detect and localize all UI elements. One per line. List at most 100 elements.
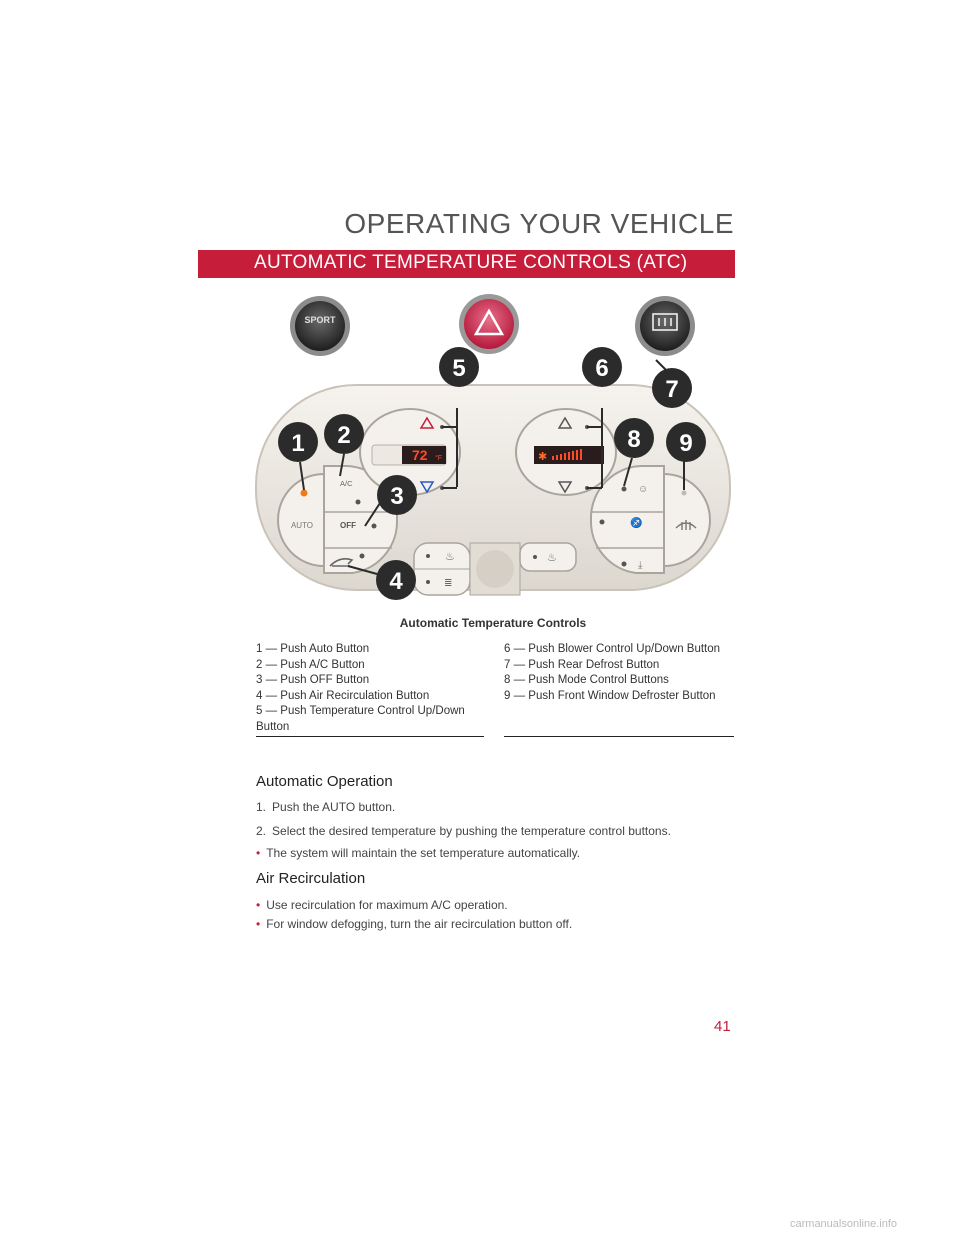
auto-label: AUTO [291,521,313,530]
front-defrost-button[interactable] [675,490,697,531]
mode-bilevel-icon: ♐ [630,516,642,529]
watermark: carmanualsonline.info [790,1218,898,1230]
blower-down-arrow-icon [557,481,573,494]
temp-down-arrow-icon [419,481,435,494]
recirculation-button[interactable] [329,553,365,567]
off-label: OFF [340,521,356,530]
legend-left: 1 — Push Auto Button 2 — Push A/C Button… [256,642,482,736]
blower-up-arrow-icon [557,416,573,429]
page-number: 41 [714,1018,731,1035]
temperature-value: 72 [412,447,428,463]
temperature-unit: °F [435,454,442,462]
mode-face-button[interactable]: ☺ [621,484,649,495]
auto-button[interactable]: AUTO [291,489,313,531]
bullet-text: For window defogging, turn the air recir… [266,917,573,931]
callout-4: 4 [376,560,416,600]
callout-3: 3 [377,475,417,515]
fan-icon: ✱ [538,451,547,463]
temperature-down-button[interactable] [419,481,435,494]
automatic-operation-heading: Automatic Operation [256,773,393,790]
callout-8: 8 [614,418,654,458]
mode-floor-button[interactable]: ⤓ [621,560,644,571]
legend-item: 5 — Push Temperature Control Up/Down But… [256,705,465,733]
svg-text:7: 7 [665,376,678,403]
off-button[interactable]: OFF [340,521,377,530]
section-header: OPERATING YOUR VEHICLE [344,208,734,239]
seat-heater-right-group: ♨ [519,542,577,572]
recirculation-car-icon [329,558,354,567]
fog-lamp-button[interactable]: ≣ [426,578,452,589]
bullet-text: Use recirculation for maximum A/C operat… [266,898,508,912]
svg-text:4: 4 [389,568,403,595]
front-defrost-icon [675,520,697,530]
temperature-control: 72 °F [359,408,461,496]
step-text: Push the AUTO button. [272,800,396,814]
seat-heater-left-button[interactable]: ♨ [426,551,455,563]
section-title-bar: AUTOMATIC TEMPERATURE CONTROLS (ATC) [198,250,735,278]
svg-text:2: 2 [337,422,350,449]
blower-level-bars [552,449,582,460]
hazard-triangle-icon [473,308,505,336]
legend-item: 3 — Push OFF Button [256,674,370,687]
legend-item: 6 — Push Blower Control Up/Down Button [504,643,721,655]
bullet-text: The system will maintain the set tempera… [266,846,581,860]
step-item: 1. Push the AUTO button. [256,800,395,814]
blower-up-button[interactable] [557,416,573,429]
callout-7: 7 [652,368,692,408]
callout-5: 5 [439,347,479,387]
speaker-grille [469,542,521,596]
temperature-display [402,446,446,464]
legend-item: 8 — Push Mode Control Buttons [504,674,669,687]
ac-button[interactable]: A/C [340,479,361,505]
bullet-icon: • [256,898,261,912]
callout-1: 1 [278,422,318,462]
bullet-icon: • [256,917,261,931]
step-text: Select the desired temperature by pushin… [272,824,671,838]
seat-heater-right-button[interactable]: ♨ [533,552,557,564]
svg-text:1: 1 [291,430,304,457]
mode-floor-icon: ⤓ [638,560,643,571]
ac-label: A/C [340,479,353,488]
legend-right: 6 — Push Blower Control Up/Down Button 7… [504,642,736,704]
section-title: AUTOMATIC TEMPERATURE CONTROLS (ATC) [254,252,688,273]
air-recirculation-heading: Air Recirculation [256,870,366,887]
svg-text:5: 5 [452,355,465,382]
legend-item: 1 — Push Auto Button [256,643,370,655]
step-number: 2. [256,824,267,838]
hazard-button[interactable] [459,294,519,354]
legend-divider-right [504,736,734,737]
rear-defrost-button[interactable] [635,296,695,356]
bullet-icon: • [256,846,261,860]
svg-text:6: 6 [595,355,608,382]
temp-up-arrow-icon [419,416,435,429]
seat-heater-right-icon: ♨ [547,552,557,564]
svg-text:9: 9 [679,430,692,457]
svg-text:3: 3 [390,483,403,510]
legend-item: 7 — Push Rear Defrost Button [504,658,660,671]
seat-heater-left-group: ♨ ≣ [413,542,471,596]
mode-face-icon: ☺ [638,484,648,495]
bullet-item: • The system will maintain the set temper… [256,846,580,860]
figure-caption: Automatic Temperature Controls [399,616,587,630]
sport-button[interactable]: SPORT [290,296,350,356]
bullet-item: • For window defogging, turn the air reci… [256,917,572,931]
callout-2: 2 [324,414,364,454]
svg-text:8: 8 [627,426,640,453]
legend-divider-left [256,736,484,737]
legend-item: 4 — Push Air Recirculation Button [256,689,430,702]
step-item: 2. Select the desired temperature by push… [256,824,671,838]
blower-down-button[interactable] [557,481,573,494]
mode-bilevel-button[interactable]: ♐ [599,516,643,529]
callout-markers: 1 2 3 4 5 6 7 8 9 [278,347,706,600]
rear-defrost-icon [652,313,678,331]
blower-control: ✱ [515,408,617,496]
callout-9: 9 [666,422,706,462]
callout-lines [299,359,685,575]
temperature-up-button[interactable] [419,416,435,429]
step-number: 1. [256,800,267,814]
legend-item: 2 — Push A/C Button [256,658,365,671]
atc-figure: SPORT AUTO A/C OFF [255,294,731,600]
fog-lamp-icon: ≣ [444,578,452,589]
bullet-item: • Use recirculation for maximum A/C opera… [256,898,508,912]
seat-heater-icon: ♨ [445,551,455,563]
